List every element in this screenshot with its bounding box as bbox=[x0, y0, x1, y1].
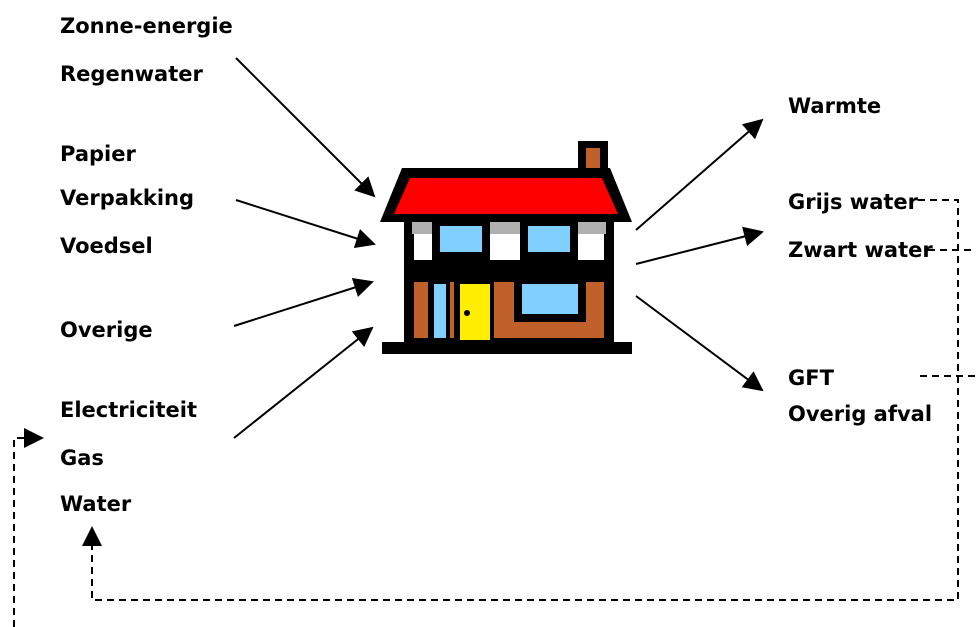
arrow-heat bbox=[635, 118, 764, 231]
arrow-materials bbox=[235, 199, 376, 249]
label-electricity: Electriciteit bbox=[60, 398, 197, 422]
arrow-water bbox=[635, 226, 764, 265]
label-food: Voedsel bbox=[60, 234, 153, 258]
house-icon bbox=[380, 141, 632, 354]
label-grey-water: Grijs water bbox=[788, 190, 919, 214]
label-paper: Papier bbox=[60, 142, 136, 166]
lower-window-glass bbox=[522, 284, 578, 314]
label-water: Water bbox=[60, 492, 132, 516]
label-other: Overige bbox=[60, 318, 153, 342]
label-solar: Zonne-energie bbox=[60, 14, 233, 38]
label-packaging: Verpakking bbox=[60, 186, 195, 210]
label-gas: Gas bbox=[60, 446, 104, 470]
label-rainwater: Regenwater bbox=[60, 62, 203, 86]
arrow-waste bbox=[635, 295, 764, 392]
loop-return-to-electricity bbox=[13, 428, 44, 627]
ground bbox=[382, 342, 632, 354]
label-black-water: Zwart water bbox=[788, 238, 933, 262]
arrow-solar-rain bbox=[235, 57, 376, 198]
door-knob bbox=[464, 310, 470, 316]
label-gft: GFT bbox=[788, 366, 834, 390]
roof bbox=[394, 178, 618, 214]
loop-grey-water-to-utilities bbox=[82, 199, 959, 601]
arrow-other bbox=[233, 277, 374, 327]
label-heat: Warmte bbox=[788, 94, 882, 118]
side-window-glass bbox=[434, 284, 446, 338]
floor-divider bbox=[404, 266, 614, 280]
label-other-waste: Overig afval bbox=[788, 402, 933, 426]
upper-window-left-glass bbox=[440, 226, 482, 252]
arrow-utilities bbox=[233, 326, 374, 439]
upper-window-right-glass bbox=[528, 226, 570, 252]
